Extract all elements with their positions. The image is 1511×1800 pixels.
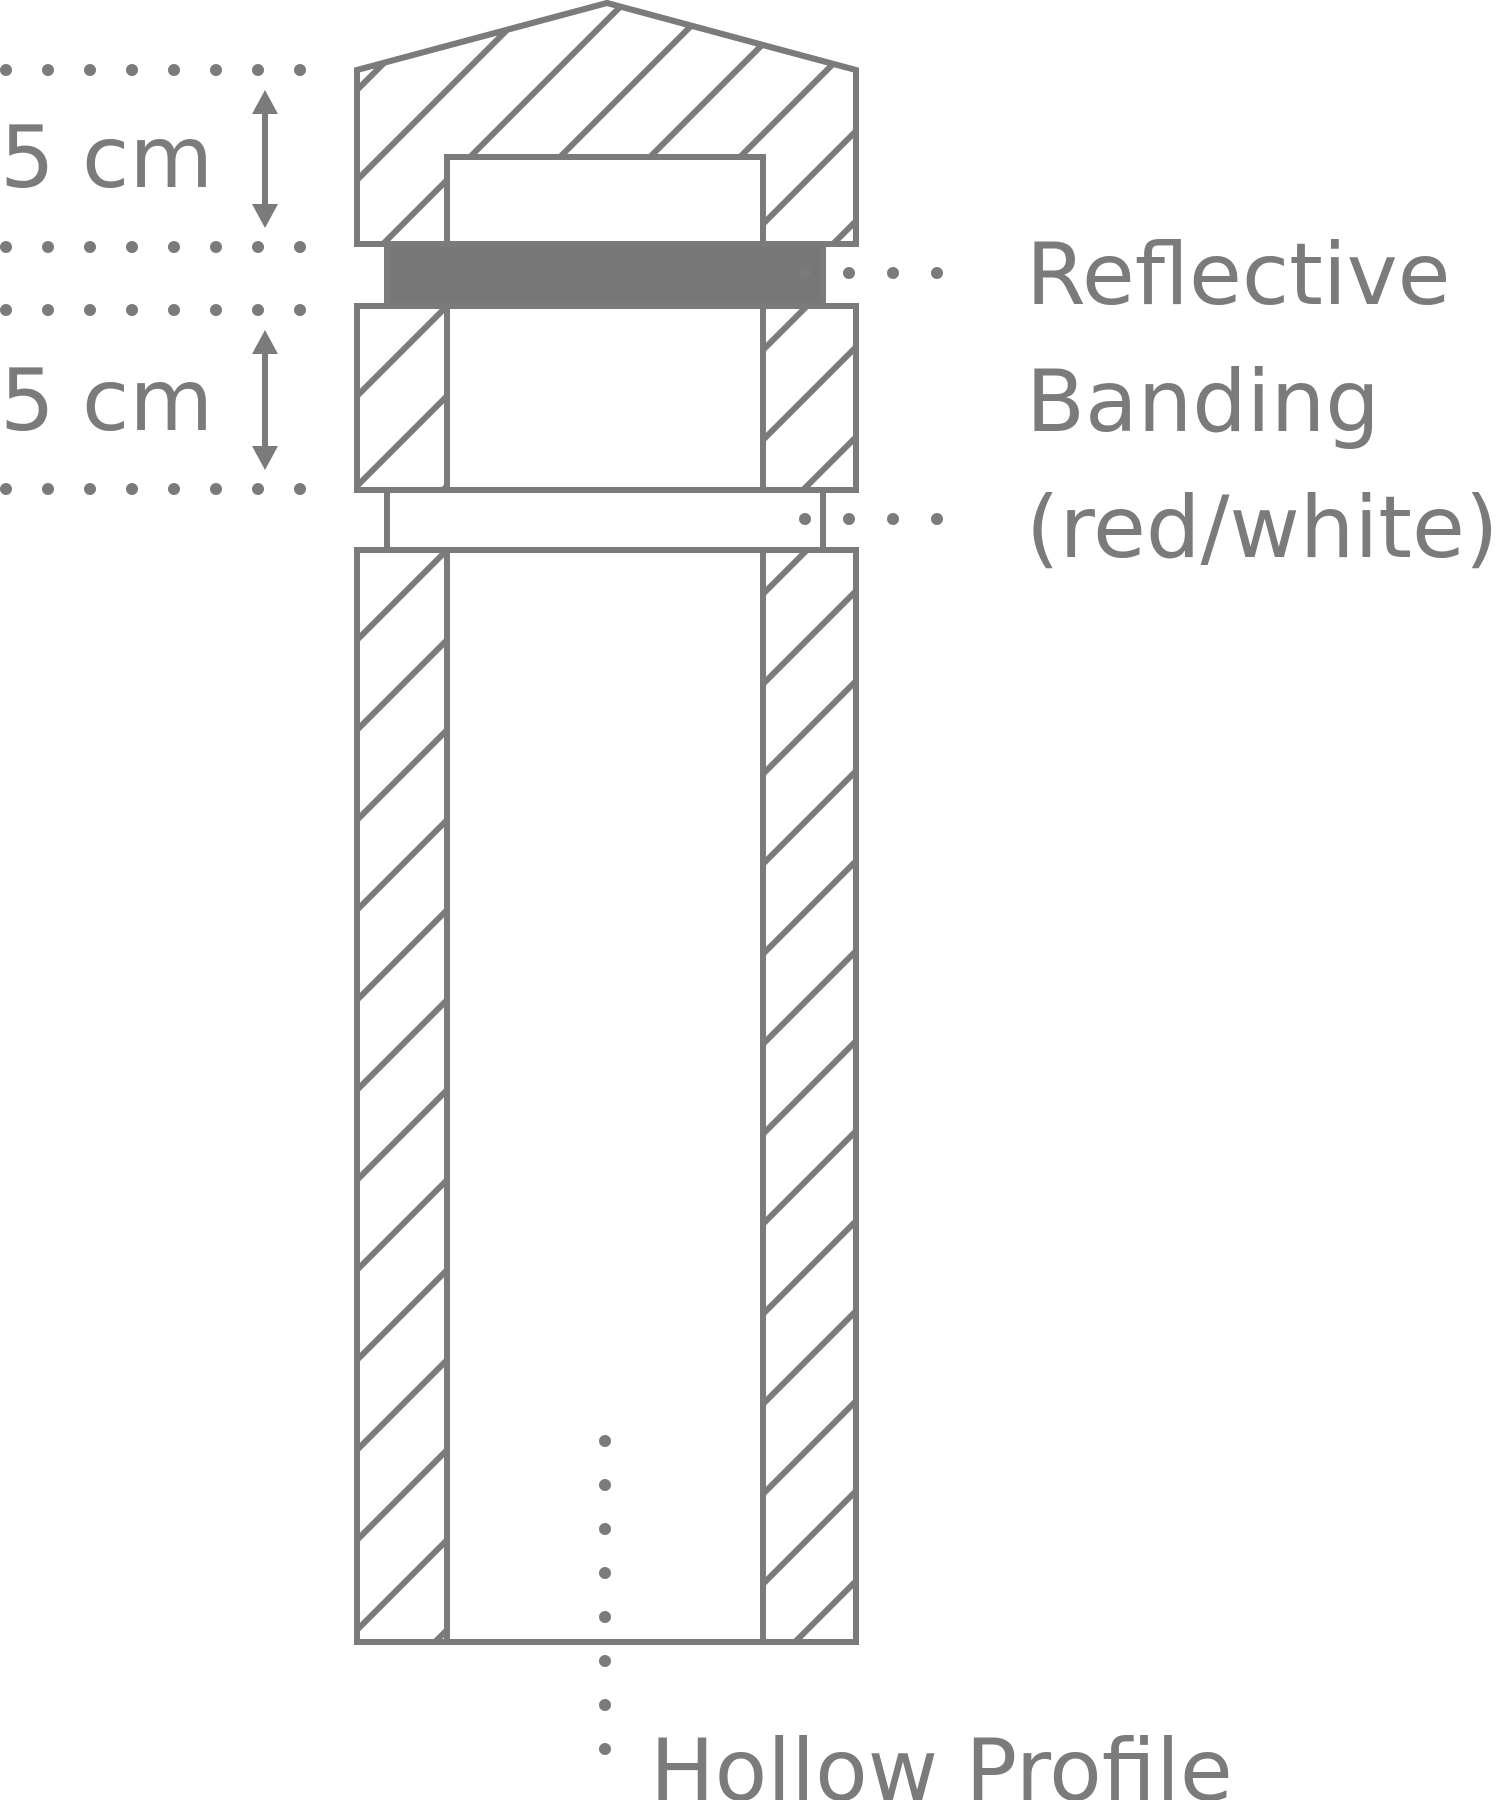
- hatch-line: [792, 550, 856, 1642]
- hatch-line: [923, 0, 1167, 244]
- reflective-leaders: [799, 267, 987, 525]
- dimension-arrow-upper: [252, 90, 278, 228]
- hatch-line: [357, 550, 856, 1642]
- hatch-line: [357, 306, 450, 490]
- hatch-line: [357, 550, 856, 1642]
- reflective-band-white: [384, 487, 826, 553]
- hatch-line: [1065, 550, 1511, 1642]
- dimension-arrow-lower: [252, 330, 278, 470]
- hatch-line: [1013, 0, 1257, 244]
- hatch-line: [1335, 550, 1511, 1642]
- hatch-line: [1245, 550, 1511, 1642]
- reflective-banding-label: Reflective Banding (red/white): [1026, 225, 1498, 578]
- hatch-line: [357, 550, 360, 1642]
- hatch-line: [380, 3, 630, 244]
- dimension-label-upper: 5 cm: [0, 108, 213, 208]
- reflective-label-line3: (red/white): [1026, 478, 1498, 578]
- hatch-line: [1155, 550, 1511, 1642]
- reflective-label-line2: Banding: [1026, 352, 1380, 452]
- bollard-middle-section: [354, 303, 859, 493]
- reflective-label-line1: Reflective: [1026, 225, 1451, 325]
- hatch-line: [357, 3, 540, 244]
- dimension-label-lower: 5 cm: [0, 351, 213, 451]
- hatch-line: [1425, 550, 1511, 1642]
- hatch-line: [612, 550, 856, 1642]
- hatch-line: [975, 550, 1511, 1642]
- bollard-lower-body: [354, 547, 1511, 1645]
- hatch-line: [885, 550, 1511, 1642]
- bollard-cap: [354, 0, 1257, 247]
- hollow-profile-label: Hollow Profile: [650, 1721, 1233, 1800]
- hatch-line: [800, 306, 856, 490]
- hatch-line: [830, 3, 856, 244]
- hatch-line: [740, 3, 856, 244]
- reflective-band-dark: [384, 241, 826, 309]
